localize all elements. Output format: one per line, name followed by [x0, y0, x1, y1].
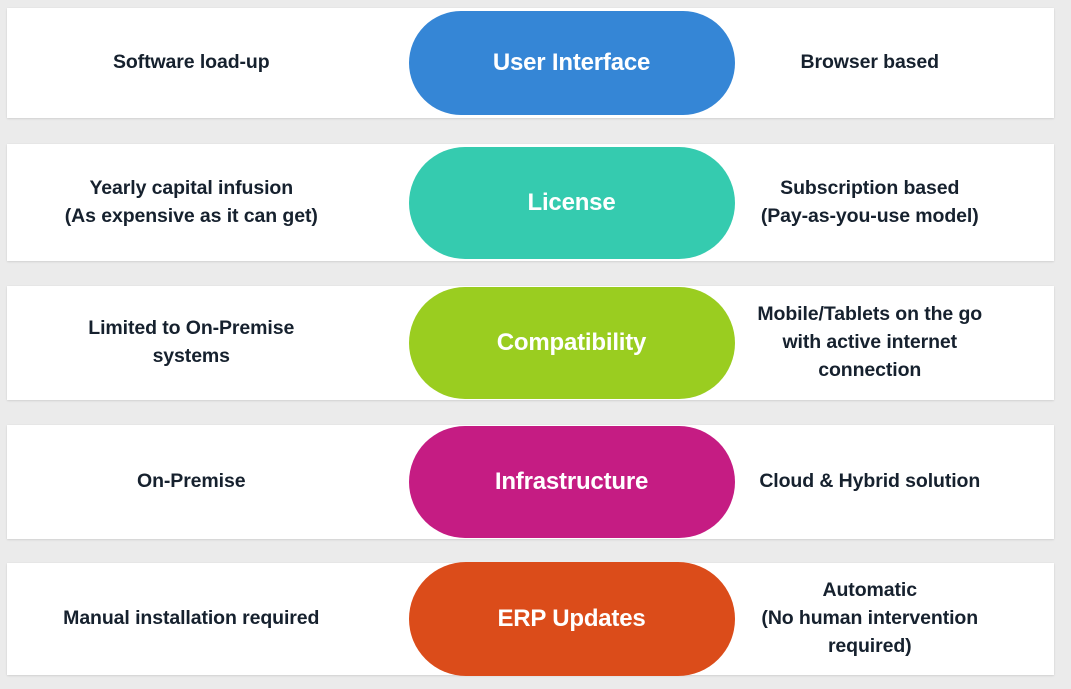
row-right-value: Mobile/Tablets on the go with active int… — [694, 301, 1055, 384]
topic-pill-user-interface[interactable]: User Interface — [408, 11, 735, 115]
row-left-value: Manual installation required — [7, 605, 368, 633]
right-text-line: (No human intervention — [761, 607, 979, 630]
left-text-line: systems — [152, 345, 230, 367]
right-text-line: Browser based — [800, 51, 939, 74]
right-text-line: with active internet — [782, 331, 958, 354]
topic-pill-label: License — [527, 188, 616, 216]
topic-pill-infrastructure[interactable]: Infrastructure — [408, 426, 735, 538]
right-text-line: Subscription based — [780, 176, 960, 199]
comparison-row: Software load-up User Interface Browser … — [7, 8, 1054, 118]
right-text-line: required) — [827, 634, 912, 657]
row-left-value: Limited to On-Premise systems — [7, 315, 368, 370]
row-right-value: Subscription based (Pay-as-you-use model… — [694, 175, 1055, 230]
topic-pill-compatibility[interactable]: Compatibility — [408, 287, 735, 399]
topic-pill-license[interactable]: License — [408, 146, 735, 259]
topic-pill-label: Compatibility — [496, 329, 647, 356]
right-text-line: Mobile/Tablets on the go — [757, 303, 983, 326]
right-text-line: (Pay-as-you-use model) — [760, 204, 979, 227]
left-text-line: (As expensive as it can get) — [64, 204, 318, 227]
row-left-value: Software load-up — [7, 49, 368, 77]
left-text-line: Manual installation required — [63, 607, 320, 630]
comparison-row: Yearly capital infusion (As expensive as… — [7, 144, 1054, 261]
row-left-value: On-Premise — [7, 468, 368, 496]
topic-pill-slot: Infrastructure — [368, 425, 735, 539]
topic-pill-erp-updates[interactable]: ERP Updates — [408, 562, 735, 676]
right-text-line: Automatic — [822, 579, 918, 602]
topic-pill-label: Infrastructure — [494, 468, 649, 495]
right-text-line: Cloud & Hybrid solution — [759, 470, 981, 493]
row-right-value: Cloud & Hybrid solution — [694, 468, 1055, 496]
row-left-value: Yearly capital infusion (As expensive as… — [7, 175, 368, 230]
topic-pill-label: User Interface — [492, 49, 651, 76]
topic-pill-slot: Compatibility — [368, 286, 735, 400]
topic-pill-slot: License — [368, 144, 735, 261]
left-text-line: Limited to On-Premise — [88, 317, 295, 340]
right-text-line: connection — [818, 358, 922, 381]
topic-pill-label: ERP Updates — [497, 605, 646, 632]
left-text-line: On-Premise — [137, 470, 246, 493]
comparison-row: Manual installation required ERP Updates… — [7, 562, 1055, 676]
row-right-value: Browser based — [694, 49, 1055, 77]
topic-pill-slot: User Interface — [368, 8, 735, 118]
comparison-row: Limited to On-Premise systems Compatibil… — [7, 286, 1054, 400]
topic-pill-slot: ERP Updates — [368, 562, 735, 676]
left-text-line: Yearly capital infusion — [89, 176, 294, 199]
row-right-value: Automatic (No human intervention require… — [694, 577, 1055, 660]
left-text-line: Software load-up — [112, 51, 270, 74]
comparison-row: On-Premise Infrastructure Cloud & Hybrid… — [7, 425, 1054, 539]
